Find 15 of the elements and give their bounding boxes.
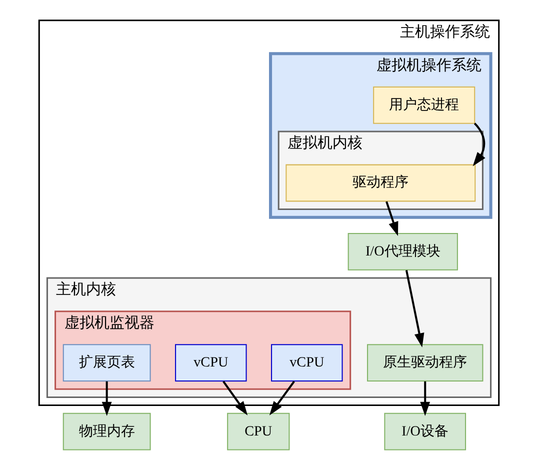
arrow xyxy=(102,381,112,416)
node-box: vCPU xyxy=(271,344,343,382)
node-box: 原生驱动程序 xyxy=(367,344,484,382)
node-box: I/O设备 xyxy=(384,412,466,450)
node-box: 用户态进程 xyxy=(373,86,476,124)
node-box: 驱动程序 xyxy=(286,164,476,202)
node-box: vCPU xyxy=(175,344,247,382)
node-box: I/O代理模块 xyxy=(348,233,458,270)
node-box: 物理内存 xyxy=(62,412,151,450)
node-box: CPU xyxy=(227,412,290,450)
arrow xyxy=(472,122,486,166)
arrow xyxy=(386,201,398,236)
node-box: 扩展页表 xyxy=(62,344,151,382)
arrow xyxy=(405,270,424,348)
arrow xyxy=(420,381,430,416)
